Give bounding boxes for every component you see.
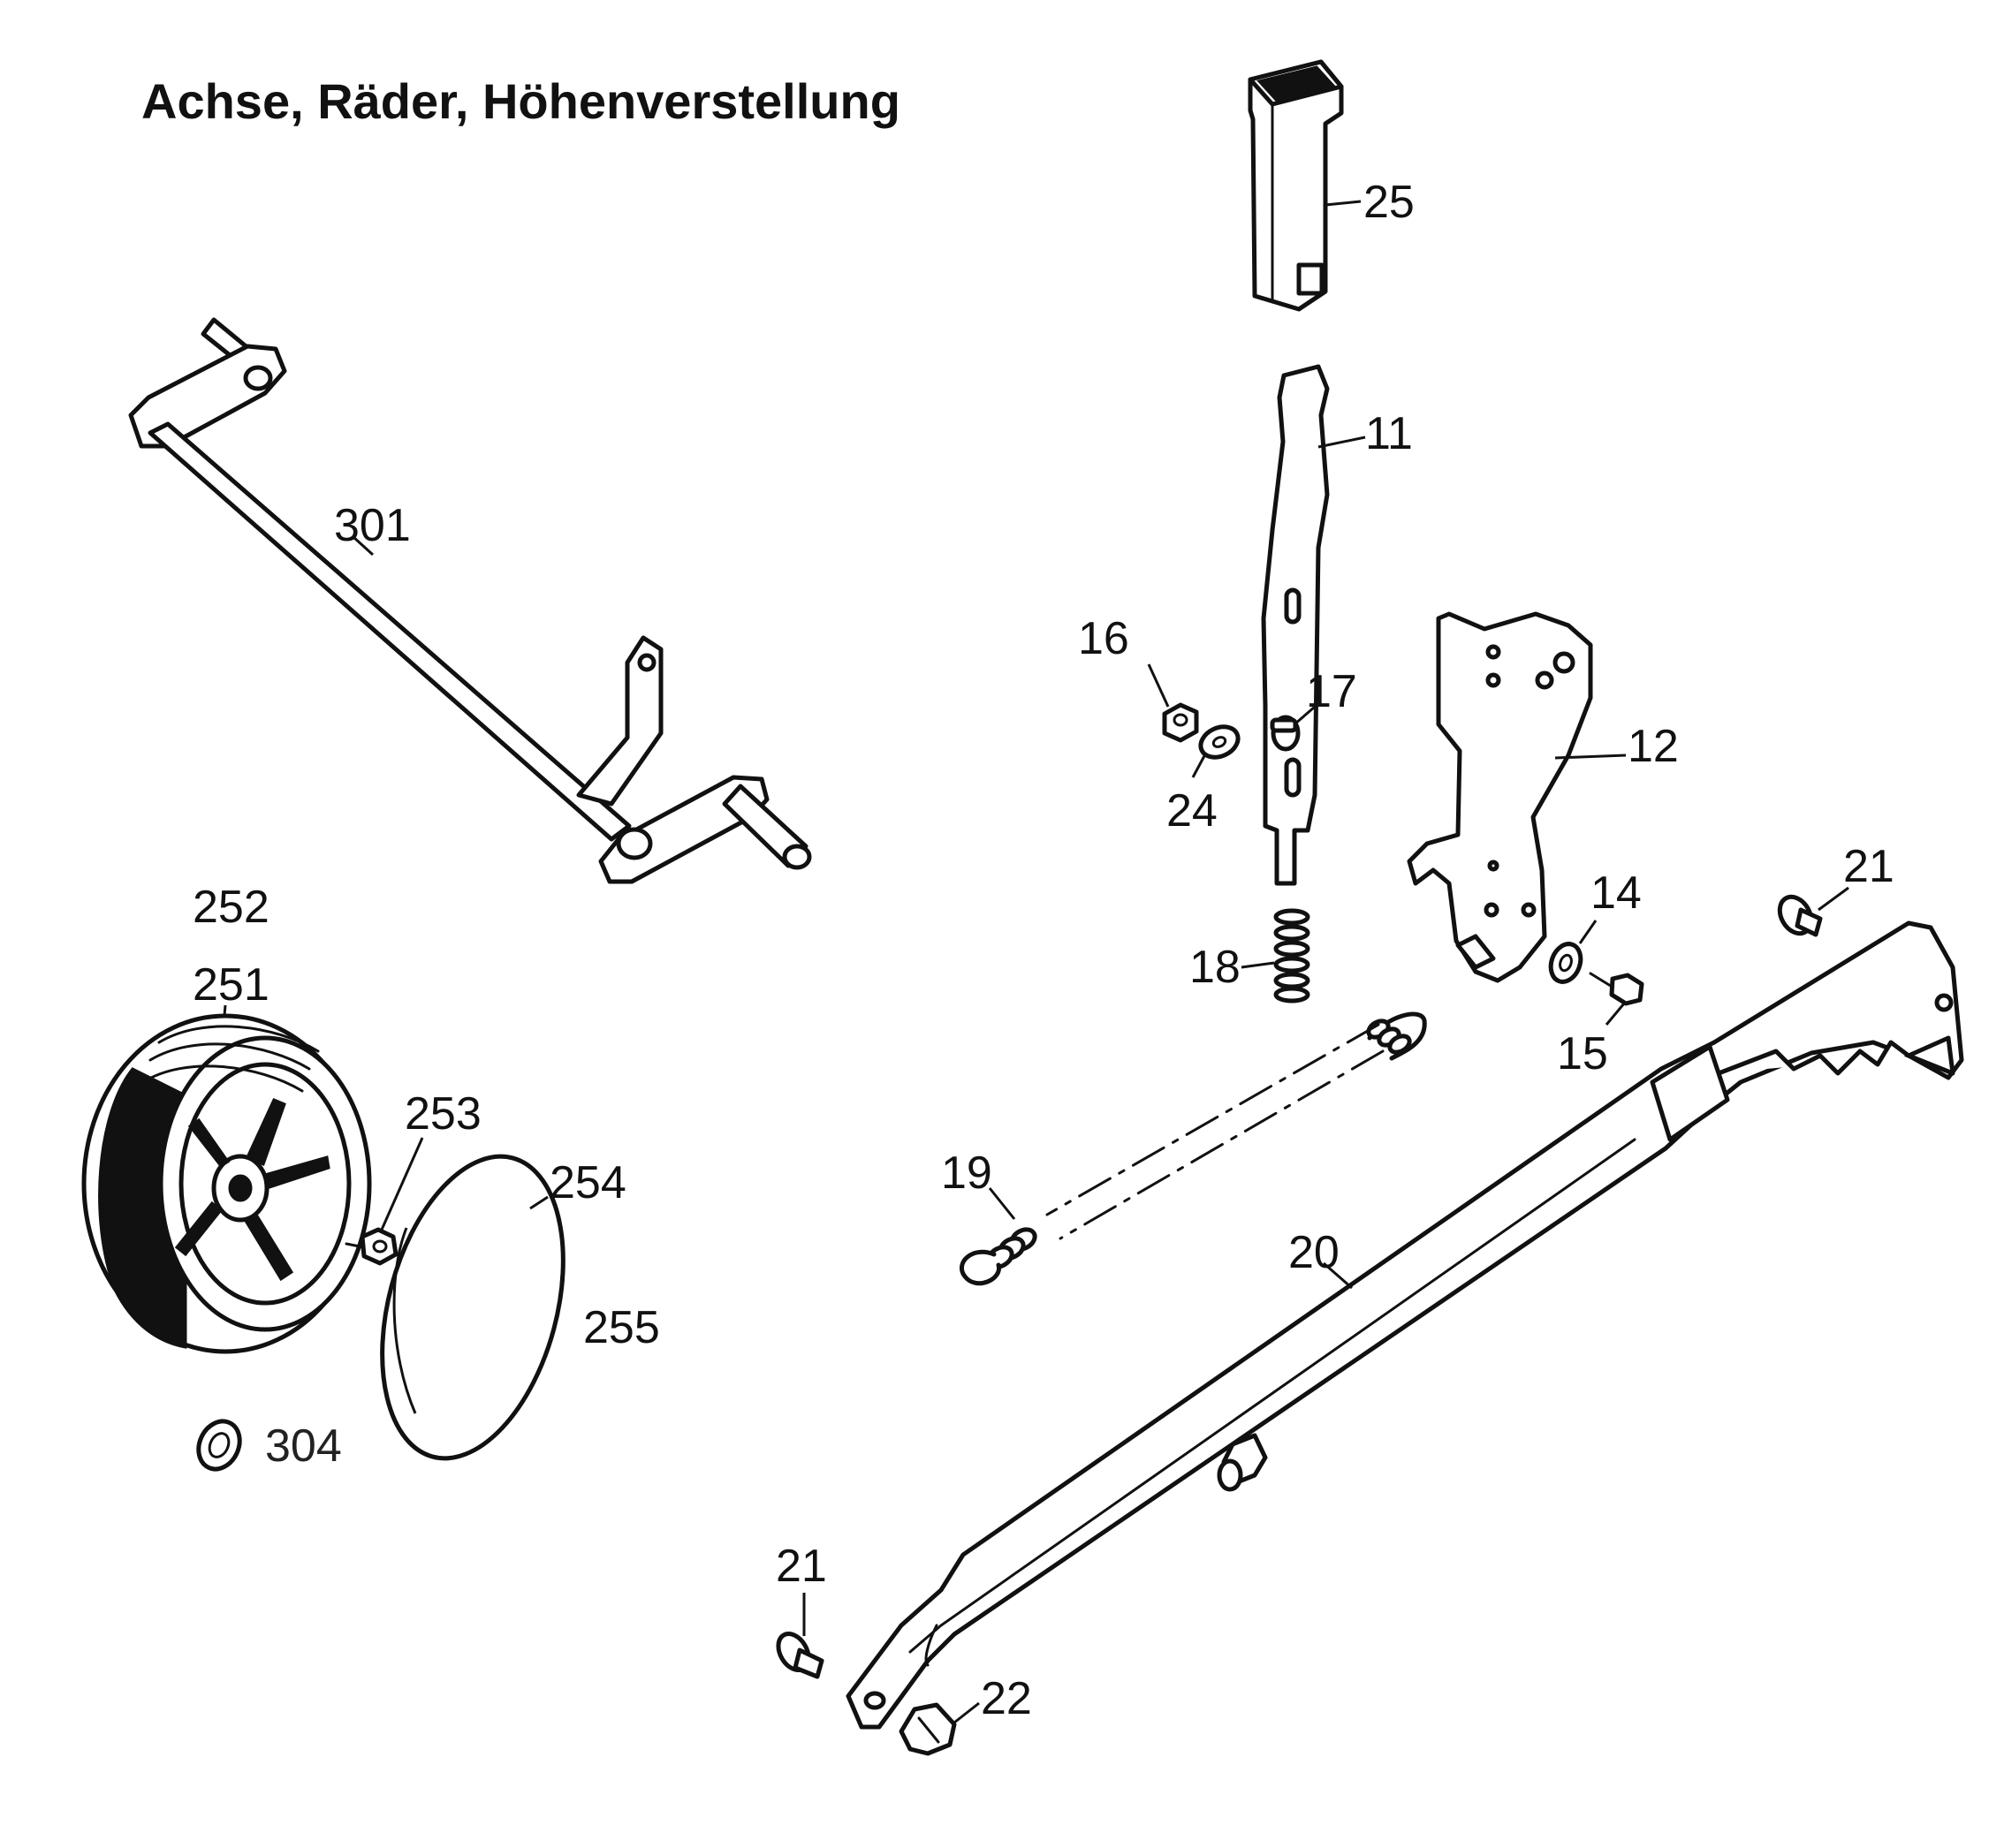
- leader-12: [1554, 754, 1627, 760]
- part-14-washer: [1548, 942, 1583, 984]
- label-24: 24: [1166, 785, 1218, 837]
- label-11: 11: [1365, 408, 1413, 459]
- part-25-handle-cap: [1248, 59, 1344, 312]
- part-251-wheel: [81, 1013, 372, 1354]
- leader-254: [529, 1195, 549, 1210]
- part-15-bolt: [1589, 972, 1644, 1006]
- part-301-axle: [128, 317, 812, 884]
- label-19: 19: [941, 1147, 992, 1199]
- label-301: 301: [334, 500, 411, 551]
- label-21-upper: 21: [1843, 841, 1894, 892]
- label-15: 15: [1557, 1028, 1608, 1079]
- label-16: 16: [1078, 613, 1129, 664]
- label-252: 252: [193, 882, 269, 933]
- part-24-washer: [1198, 724, 1241, 760]
- label-22: 22: [981, 1673, 1032, 1724]
- leader-18: [1241, 961, 1275, 969]
- leader-22: [953, 1701, 980, 1724]
- leader-25: [1325, 200, 1362, 207]
- part-16-nut: [1162, 702, 1199, 743]
- label-17: 17: [1306, 666, 1357, 717]
- label-25: 25: [1363, 177, 1415, 228]
- part-21-rivet-upper: [1777, 894, 1823, 937]
- label-21-lower: 21: [776, 1541, 827, 1592]
- leader-20: [1323, 1261, 1353, 1290]
- leader-19: [988, 1187, 1016, 1220]
- part-18-spring: [1273, 908, 1310, 1004]
- leader-14: [1578, 920, 1598, 944]
- label-20: 20: [1288, 1227, 1340, 1278]
- part-254-hub-cap: [380, 1154, 566, 1461]
- leader-21a: [1818, 886, 1849, 912]
- label-254: 254: [550, 1157, 626, 1208]
- part-20-rail: [846, 920, 1964, 1730]
- part-17-bolt: [1270, 715, 1301, 752]
- label-304: 304: [265, 1420, 342, 1472]
- leader-15: [1605, 1003, 1626, 1026]
- leader-253: [380, 1137, 424, 1231]
- label-12: 12: [1628, 721, 1679, 772]
- part-253-screw: [345, 1227, 399, 1266]
- part-19-tension-spring: [959, 1011, 1427, 1286]
- diagram-title: Achse, Räder, Höhenverstellung: [141, 73, 900, 129]
- part-22-clip: [899, 1702, 957, 1756]
- label-14: 14: [1590, 867, 1642, 919]
- part-21-rivet-lower: [776, 1632, 824, 1679]
- leader-16: [1147, 663, 1170, 708]
- leader-17: [1294, 705, 1316, 726]
- leader-11: [1317, 435, 1366, 449]
- label-251: 251: [193, 959, 269, 1011]
- label-18: 18: [1189, 942, 1241, 993]
- label-255: 255: [583, 1302, 660, 1353]
- label-253: 253: [405, 1088, 482, 1140]
- leader-24: [1191, 752, 1208, 778]
- leader-301: [352, 535, 375, 557]
- part-11-lever: [1261, 364, 1330, 886]
- part-304-washer: [196, 1419, 242, 1472]
- part-12-bracket: [1407, 611, 1593, 983]
